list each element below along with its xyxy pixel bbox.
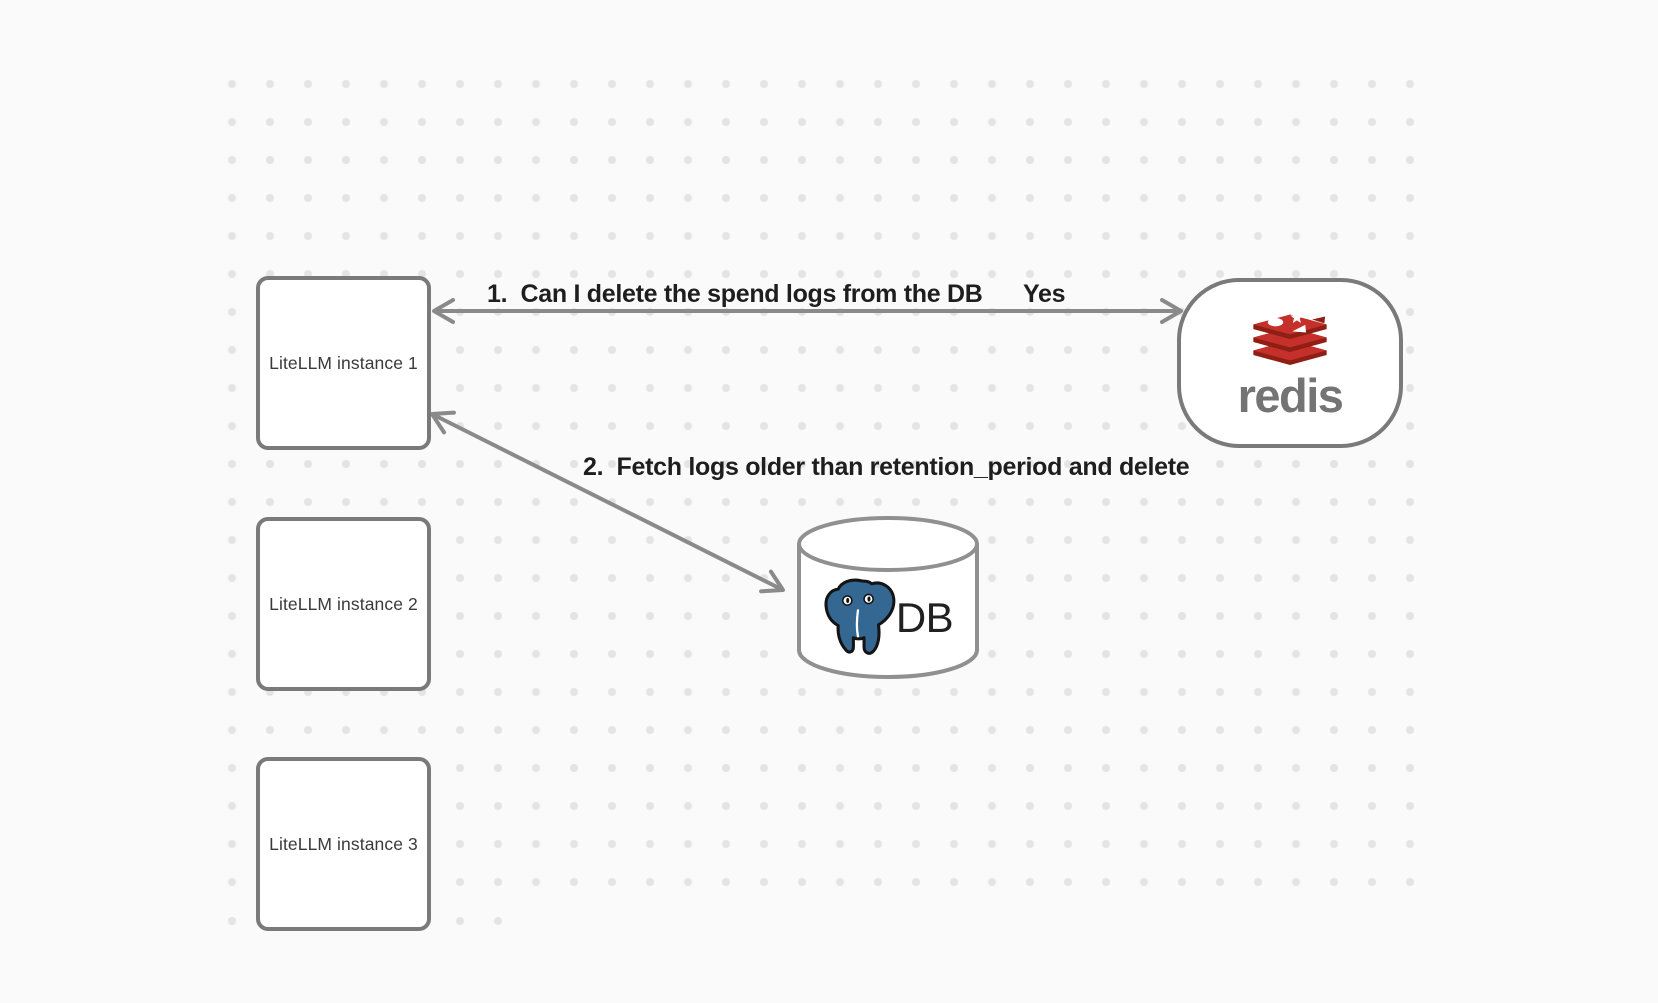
node-litellm-instance-3[interactable]: LiteLLM instance 3: [256, 757, 431, 931]
redis-wordmark: redis: [1237, 368, 1344, 422]
node-redis[interactable]: redis: [1177, 278, 1403, 448]
litellm-instance-2-label: LiteLLM instance 2: [269, 593, 418, 614]
annotation-step2: 2. Fetch logs older than retention_perio…: [583, 453, 1190, 481]
annotation-step1-answer: Yes: [1023, 280, 1066, 308]
litellm-instance-3-label: LiteLLM instance 3: [269, 833, 418, 854]
node-litellm-instance-1[interactable]: LiteLLM instance 1: [256, 276, 431, 450]
arrow-instance1-db[interactable]: [430, 410, 785, 594]
db-label: DB: [895, 594, 954, 641]
node-litellm-instance-2[interactable]: LiteLLM instance 2: [256, 517, 431, 691]
litellm-instance-1-label: LiteLLM instance 1: [269, 352, 418, 373]
annotation-step1: 1. Can I delete the spend logs from the …: [487, 280, 983, 308]
node-database-cylinder[interactable]: DB: [797, 514, 979, 680]
postgresql-elephant-icon: [824, 578, 896, 655]
redis-logo-icon: [1253, 310, 1327, 365]
database-content: DB: [803, 572, 973, 664]
